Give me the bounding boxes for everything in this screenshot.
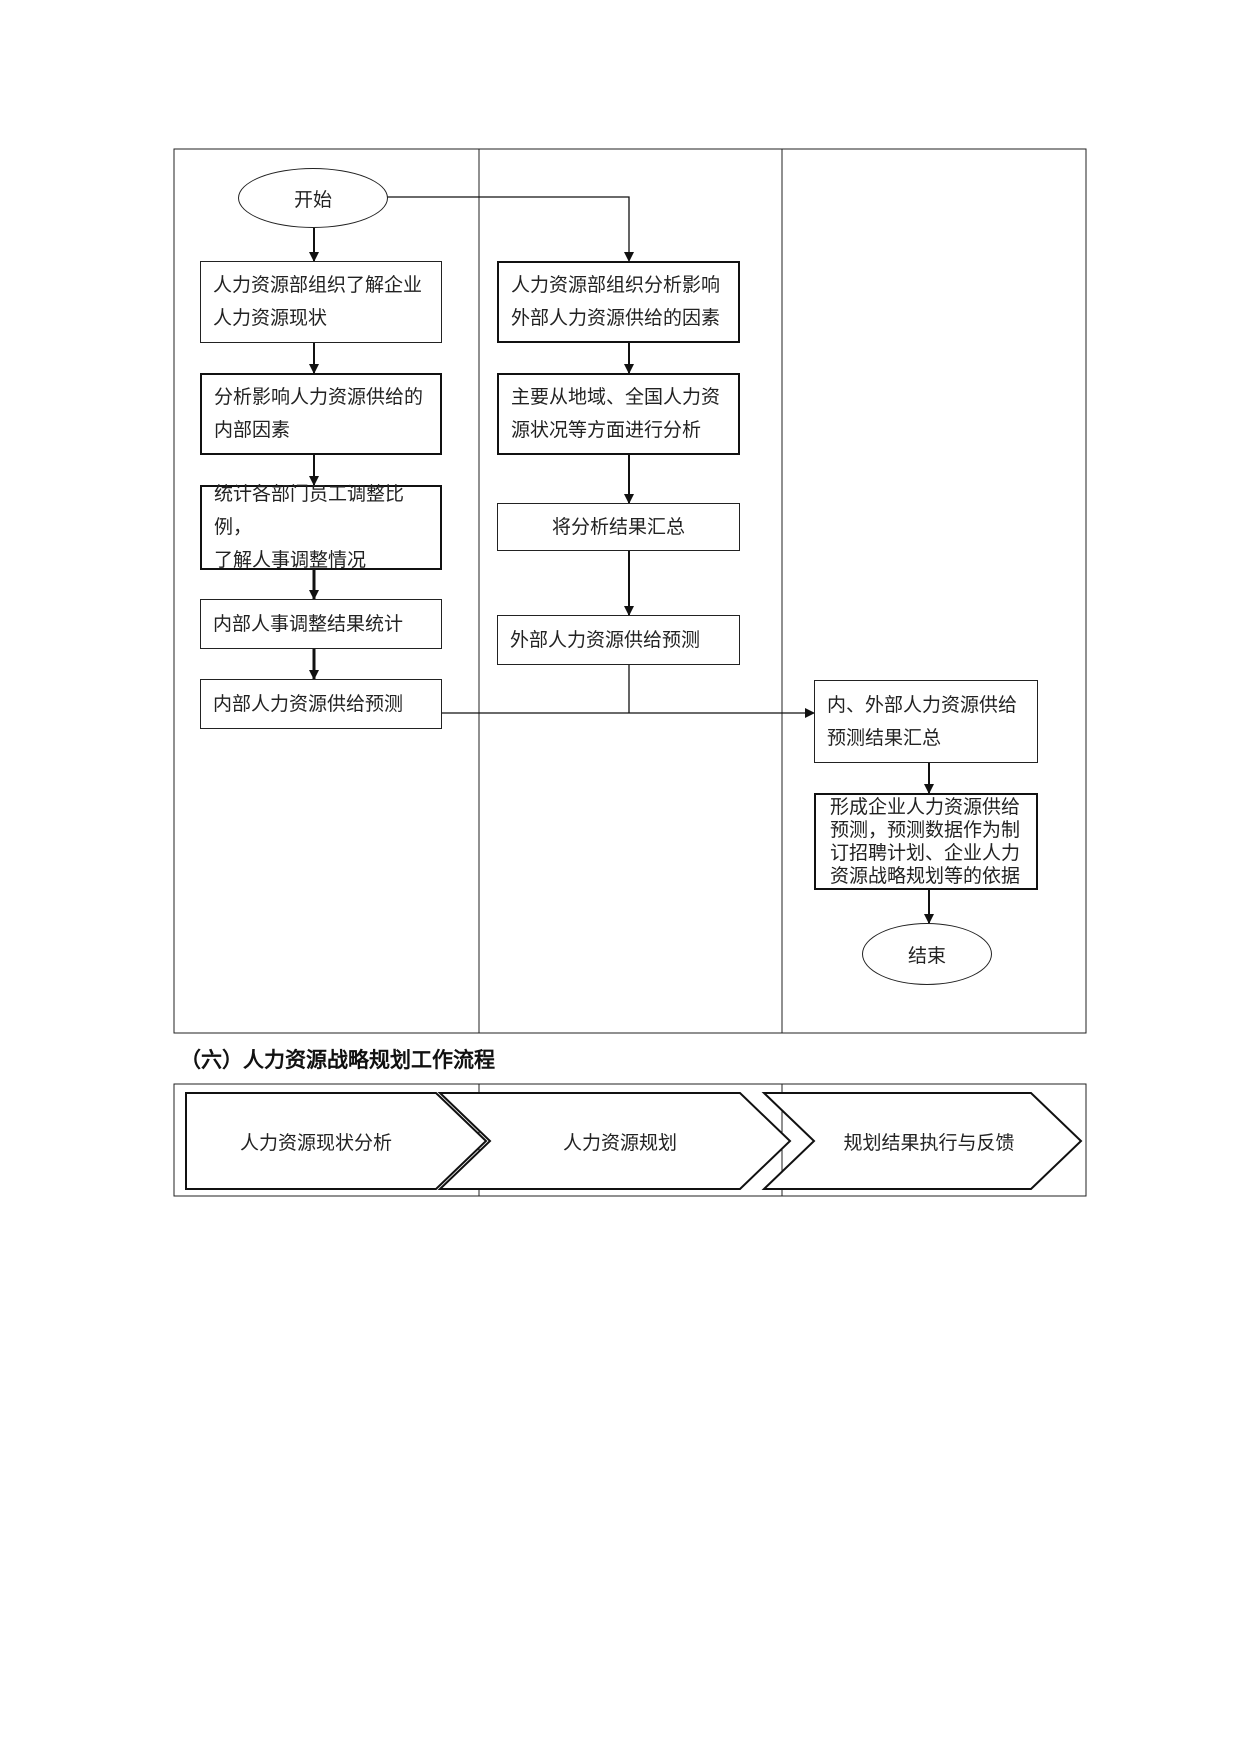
lane1-step-4: 内部人事调整结果统计 [200, 599, 442, 649]
lane2-step-4: 外部人力资源供给预测 [497, 615, 740, 665]
chevron-step-2 [437, 1092, 792, 1190]
lane3-step-2: 形成企业人力资源供给 预测，预测数据作为制 订招聘计划、企业人力 资源战略规划等… [814, 793, 1038, 890]
process-chevrons [185, 1092, 1083, 1190]
chevron-step-1 [185, 1092, 488, 1190]
lane2-step-2: 主要从地域、全国人力资 源状况等方面进行分析 [497, 373, 740, 455]
chevron-step-3 [761, 1092, 1083, 1190]
start-node: 开始 [238, 168, 388, 228]
connectors [309, 196, 934, 924]
process-step-2-label: 人力资源规划 [562, 1131, 677, 1154]
lane1-step-3: 统计各部门员工调整比例， 了解人事调整情况 [200, 483, 442, 571]
process-step-1-label: 人力资源现状分析 [239, 1131, 392, 1154]
lane2-step-3: 将分析结果汇总 [497, 503, 740, 551]
lane1-step-1: 人力资源部组织了解企业 人力资源现状 [200, 261, 442, 343]
lane3-step-1: 内、外部人力资源供给 预测结果汇总 [814, 680, 1038, 763]
lane1-step-5: 内部人力资源供给预测 [200, 679, 442, 729]
lane2-step-1: 人力资源部组织分析影响 外部人力资源供给的因素 [497, 261, 740, 343]
end-node: 结束 [862, 923, 992, 985]
swimlane-frame [173, 148, 1087, 1034]
lane1-step-2: 分析影响人力资源供给的 内部因素 [200, 373, 442, 455]
process-step-3-label: 规划结果执行与反馈 [843, 1131, 1015, 1154]
section-title: （六）人力资源战略规划工作流程 [180, 1048, 495, 1072]
